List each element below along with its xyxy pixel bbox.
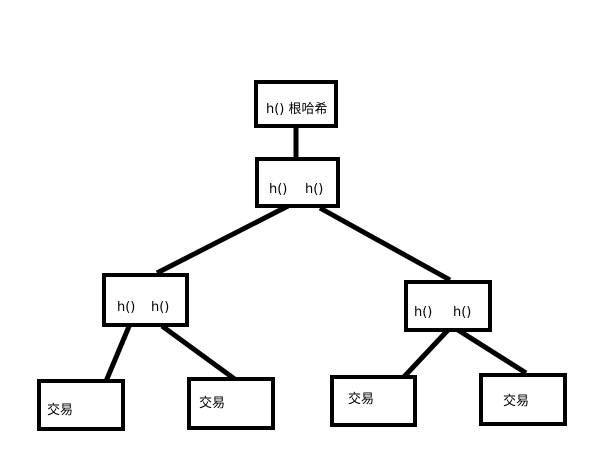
right-branch-right-hash-label: h(): [453, 305, 472, 320]
edge-right-branch-to-leaf-4: [456, 327, 528, 376]
level1-hash-node: h() h(): [255, 157, 340, 208]
transaction-leaf-4: 交易: [479, 373, 567, 426]
left-branch-hash-node: h() h(): [102, 273, 189, 327]
edge-left-branch-to-leaf-2: [160, 323, 238, 383]
root-hash-label: h() 根哈希: [266, 102, 328, 117]
level1-left-hash-label: h(): [269, 182, 288, 197]
left-branch-left-hash-label: h(): [117, 300, 136, 315]
transaction-leaf-4-label: 交易: [503, 394, 530, 409]
transaction-leaf-1: 交易: [37, 379, 125, 431]
level1-right-hash-label: h(): [305, 182, 324, 197]
right-branch-left-hash-label: h(): [414, 305, 433, 320]
edge-right-branch-to-leaf-3: [399, 328, 450, 382]
root-hash-node: h() 根哈希: [254, 80, 338, 128]
right-branch-hash-node: h() h(): [404, 280, 492, 332]
left-branch-right-hash-label: h(): [151, 300, 170, 315]
edge-level1-to-right-branch: [318, 205, 452, 283]
transaction-leaf-3-label: 交易: [348, 392, 375, 407]
transaction-leaf-3: 交易: [330, 375, 417, 427]
transaction-leaf-1-label: 交易: [47, 403, 74, 418]
transaction-leaf-2-label: 交易: [199, 396, 226, 411]
edge-left-branch-to-leaf-1: [101, 323, 133, 387]
transaction-leaf-2: 交易: [187, 377, 275, 430]
edge-level1-to-left-branch: [155, 203, 290, 276]
